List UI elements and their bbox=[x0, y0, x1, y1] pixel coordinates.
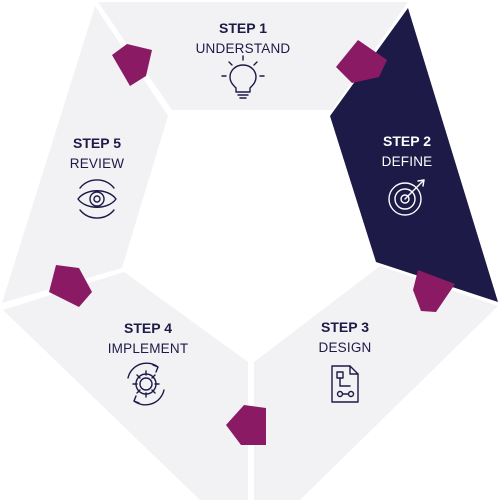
step-2-number: STEP 2 bbox=[383, 133, 431, 149]
step-3-name: DESIGN bbox=[319, 340, 372, 355]
connector-1-to-2 bbox=[336, 40, 387, 83]
step-1-number: STEP 1 bbox=[219, 20, 267, 36]
segment-step-1 bbox=[98, 2, 408, 110]
step-5-name: REVIEW bbox=[70, 156, 125, 171]
connector-2-to-3 bbox=[413, 270, 455, 312]
step-4-number: STEP 4 bbox=[124, 320, 172, 336]
step-1-name: UNDERSTAND bbox=[196, 41, 291, 56]
segment-step-5 bbox=[2, 6, 168, 303]
gear-cycle-icon bbox=[127, 362, 165, 406]
target-icon bbox=[388, 179, 425, 216]
eye-icon bbox=[77, 179, 117, 219]
lightbulb-icon bbox=[221, 55, 265, 99]
step-2-name: DEFINE bbox=[382, 154, 433, 169]
segment-step-2 bbox=[330, 8, 498, 302]
segment-step-3 bbox=[254, 266, 498, 500]
segment-step-4 bbox=[3, 272, 248, 500]
connector-5-to-1 bbox=[112, 44, 152, 86]
connector-3-to-4 bbox=[226, 405, 266, 445]
step-3-number: STEP 3 bbox=[321, 319, 369, 335]
step-4-name: IMPLEMENT bbox=[108, 341, 189, 356]
step-5-number: STEP 5 bbox=[73, 135, 121, 151]
flowchart-document-icon bbox=[331, 365, 359, 403]
connector-4-to-5 bbox=[49, 265, 92, 307]
